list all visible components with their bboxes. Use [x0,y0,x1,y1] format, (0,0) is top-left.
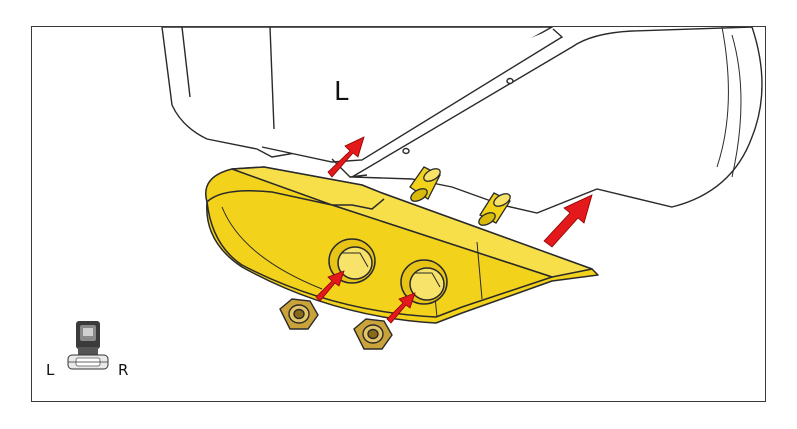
orientation-inset: L R [46,321,128,379]
arrow-nut-left [315,270,345,302]
pin-right [478,192,511,226]
pin-left [409,166,441,202]
hex-nut-left [279,298,319,330]
arrow-bracket-up [327,136,365,178]
arrow-housing-up [543,194,593,248]
bracket-hole-right [400,259,448,305]
yellow-bracket [205,166,599,324]
hex-nut-right [353,318,393,350]
assembly-diagram: L L R [46,27,763,379]
device-orientation-icon [67,321,109,370]
arrow-nut-right [386,292,416,324]
side-label-main: L [334,77,349,107]
diagram-frame: L L R [31,26,766,402]
device-housing [161,27,763,214]
inset-label-left: L [46,361,55,379]
inset-label-right: R [118,361,128,379]
